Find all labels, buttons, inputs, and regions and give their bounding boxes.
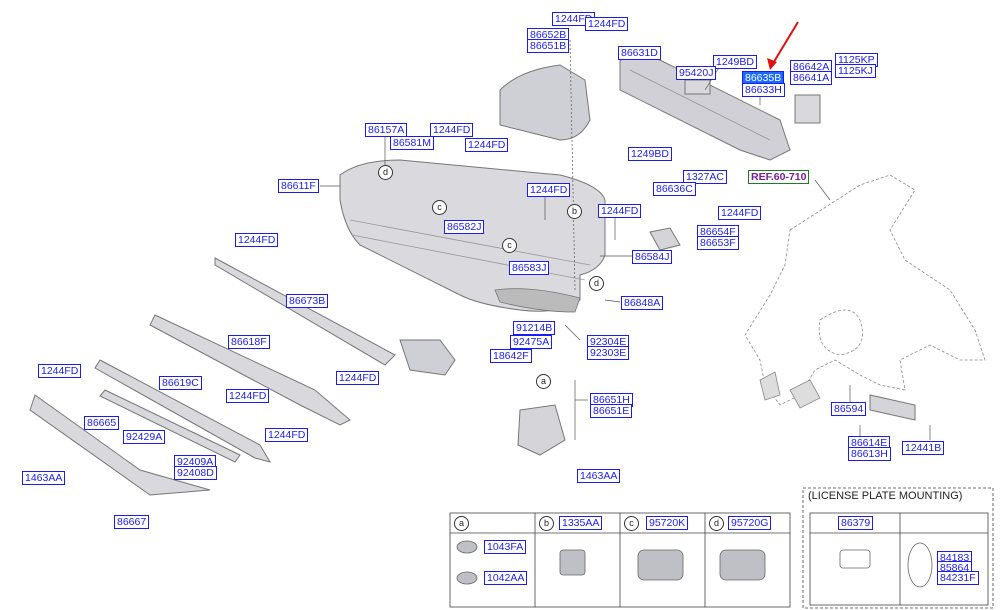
part-label-86633h[interactable]: 86633H: [742, 83, 785, 97]
part-label-86665[interactable]: 86665: [84, 416, 120, 430]
license-panel-frame: [802, 487, 994, 609]
part-label-86848a[interactable]: 86848A: [621, 296, 664, 310]
part-label-1244fd[interactable]: 1244FD: [465, 138, 509, 152]
callout-letter-a: a: [536, 374, 551, 389]
part-label-1042aa[interactable]: 1042AA: [484, 571, 528, 585]
part-label-95720k[interactable]: 95720K: [646, 516, 689, 530]
part-label-84231f[interactable]: 84231F: [937, 571, 979, 585]
table-letter-b: b: [539, 516, 554, 531]
rear-panel-illustration: [744, 174, 986, 409]
lamp-bracket-illustration: [399, 227, 916, 456]
part-label-1244fd[interactable]: 1244FD: [226, 389, 270, 403]
part-label-91214b[interactable]: 91214B: [513, 321, 556, 335]
part-label-86673b[interactable]: 86673B: [286, 294, 329, 308]
part-label-86651e[interactable]: 86651E: [590, 404, 633, 418]
part-label-1125kp[interactable]: 1125KP: [835, 53, 878, 67]
part-label-1043fa[interactable]: 1043FA: [484, 540, 527, 554]
part-label-86635b[interactable]: 86635B: [742, 71, 785, 85]
ref-label[interactable]: REF.60-710: [748, 170, 810, 184]
part-label-86653f[interactable]: 86653F: [697, 236, 739, 250]
part-label-1463aa[interactable]: 1463AA: [577, 469, 621, 483]
part-label-1335aa[interactable]: 1335AA: [559, 516, 603, 530]
moulding-strips-illustration: [29, 257, 396, 496]
part-label-1249bd[interactable]: 1249BD: [628, 147, 672, 161]
part-label-86667[interactable]: 86667: [114, 515, 150, 529]
part-label-86651b[interactable]: 86651B: [527, 39, 570, 53]
part-label-1244fd[interactable]: 1244FD: [430, 123, 474, 137]
part-label-92408d[interactable]: 92408D: [174, 466, 217, 480]
part-label-86611f[interactable]: 86611F: [278, 179, 319, 193]
license-panel-title: (LICENSE PLATE MOUNTING): [808, 490, 963, 502]
callout-letter-d: d: [378, 165, 393, 180]
part-label-86651h[interactable]: 86651H: [590, 393, 633, 407]
part-label-1244fd[interactable]: 1244FD: [38, 364, 82, 378]
part-label-86618f[interactable]: 86618F: [228, 335, 270, 349]
part-label-86582j[interactable]: 86582J: [444, 220, 485, 234]
rear-beam-illustration: [619, 54, 821, 161]
part-label-1244fd[interactable]: 1244FD: [527, 183, 571, 197]
part-label-1244fd[interactable]: 1244FD: [336, 371, 380, 385]
part-label-1125kj[interactable]: 1125KJ: [835, 64, 876, 78]
part-label-92409a[interactable]: 92409A: [174, 455, 217, 469]
part-label-1244fd[interactable]: 1244FD: [585, 17, 629, 31]
table-letter-c: c: [624, 516, 639, 531]
table-letter-d: d: [709, 516, 724, 531]
part-label-86636c[interactable]: 86636C: [653, 182, 696, 196]
part-label-92429a[interactable]: 92429A: [123, 430, 166, 444]
part-label-1463aa[interactable]: 1463AA: [22, 471, 66, 485]
part-label-18642f[interactable]: 18642F: [490, 349, 532, 363]
part-label-95720g[interactable]: 95720G: [728, 516, 772, 530]
part-label-1249bd[interactable]: 1249BD: [713, 55, 757, 69]
part-label-86581m[interactable]: 86581M: [390, 136, 434, 150]
callout-letter-b: b: [567, 204, 582, 219]
part-label-86631d[interactable]: 86631D: [618, 46, 661, 60]
legend-table: [449, 512, 791, 608]
part-label-95420j[interactable]: 95420J: [676, 66, 717, 80]
part-label-86379[interactable]: 86379: [838, 516, 874, 530]
part-label-86652b[interactable]: 86652B: [527, 28, 570, 42]
part-label-86584j[interactable]: 86584J: [632, 250, 673, 264]
table-letter-a: a: [454, 516, 469, 531]
callout-letter-c: c: [432, 200, 447, 215]
part-label-86641a[interactable]: 86641A: [790, 71, 833, 85]
part-label-86594[interactable]: 86594: [831, 402, 867, 416]
part-label-1327ac[interactable]: 1327AC: [683, 170, 727, 184]
callout-letter-c: c: [502, 238, 517, 253]
callout-letter-d: d: [589, 276, 604, 291]
part-label-92475a[interactable]: 92475A: [510, 335, 553, 349]
highlight-arrow: [767, 21, 799, 70]
part-label-1244fd[interactable]: 1244FD: [265, 428, 309, 442]
part-label-12441b[interactable]: 12441B: [902, 441, 945, 455]
part-label-1244fd[interactable]: 1244FD: [718, 206, 762, 220]
part-label-86157a[interactable]: 86157A: [365, 123, 408, 137]
part-label-1244fd[interactable]: 1244FD: [235, 233, 279, 247]
part-label-92303e[interactable]: 92303E: [587, 346, 630, 360]
part-label-86583j[interactable]: 86583J: [509, 261, 550, 275]
table-part-icons: [456, 540, 933, 588]
side-bracket-illustration: [499, 64, 591, 141]
part-label-86613h[interactable]: 86613H: [848, 447, 891, 461]
part-label-1244fd[interactable]: 1244FD: [598, 204, 642, 218]
part-label-86619c[interactable]: 86619C: [159, 376, 202, 390]
